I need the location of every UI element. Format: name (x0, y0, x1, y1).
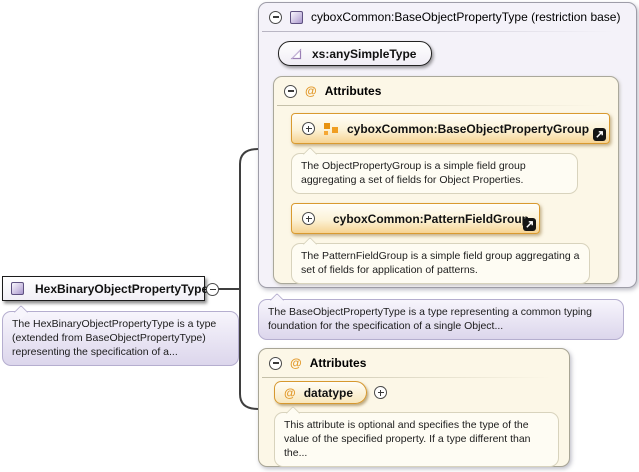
own-attributes-panel: @ Attributes @ datatype This attribute i… (258, 348, 570, 468)
attributes-header-label: Attributes (309, 356, 367, 370)
group-description-text: The ObjectPropertyGroup is a simple fiel… (301, 160, 526, 187)
goto-definition-icon[interactable] (523, 218, 536, 231)
root-type-node[interactable]: HexBinaryObjectPropertyType (2, 276, 209, 301)
attribute-group-icon (324, 122, 338, 135)
expand-icon[interactable] (374, 386, 388, 399)
root-collapse-toggle-icon[interactable] (206, 283, 219, 296)
attributes-section: @ Attributes cyboxCommon:BaseObjectPrope… (273, 76, 619, 285)
attribute-name-label: datatype (303, 385, 354, 400)
simple-type-label: xs:anySimpleType (312, 46, 417, 61)
root-description-text: The HexBinaryObjectPropertyType is a typ… (12, 318, 217, 359)
group-description-text: The PatternFieldGroup is a simple field … (301, 250, 580, 277)
complex-type-icon (11, 282, 24, 295)
attributes-header-label: Attributes (324, 84, 382, 98)
attribute-at-icon: @ (305, 84, 317, 98)
attributes-header: @ Attributes (274, 77, 618, 105)
attribute-at-icon: @ (290, 356, 302, 370)
base-type-description-callout: The BaseObjectPropertyType is a type rep… (258, 299, 624, 341)
attribute-group-label: cyboxCommon:BaseObjectPropertyGroup (347, 121, 590, 136)
group-description-callout: The ObjectPropertyGroup is a simple fiel… (291, 153, 578, 195)
attribute-description-text: This attribute is optional and specifies… (284, 419, 531, 460)
expand-icon[interactable] (302, 212, 315, 225)
collapse-icon[interactable] (269, 10, 282, 24)
attribute-datatype-node[interactable]: @ datatype (274, 381, 368, 404)
expand-icon[interactable] (302, 122, 315, 135)
attribute-description-callout: This attribute is optional and specifies… (274, 412, 559, 468)
header-divider (277, 105, 615, 107)
base-panel-title: cyboxCommon:BaseObjectPropertyType (rest… (311, 10, 621, 24)
attribute-group-node-baseobjectpropertygroup[interactable]: cyboxCommon:BaseObjectPropertyGroup (291, 113, 610, 144)
root-description-callout: The HexBinaryObjectPropertyType is a typ… (2, 311, 239, 367)
simple-type-icon (290, 48, 302, 59)
attributes-header: @ Attributes (259, 349, 569, 377)
base-panel-header: cyboxCommon:BaseObjectPropertyType (rest… (259, 3, 636, 31)
goto-definition-icon[interactable] (593, 128, 606, 141)
attribute-group-node-patternfieldgroup[interactable]: cyboxCommon:PatternFieldGroup (291, 203, 540, 234)
header-divider (262, 31, 633, 33)
group-description-callout: The PatternFieldGroup is a simple field … (291, 243, 590, 285)
root-type-label: HexBinaryObjectPropertyType (35, 281, 209, 296)
base-type-description-text: The BaseObjectPropertyType is a type rep… (268, 306, 592, 333)
collapse-icon[interactable] (269, 356, 282, 370)
attribute-at-icon: @ (284, 385, 296, 400)
attribute-row: @ datatype (274, 381, 388, 404)
attribute-group-label: cyboxCommon:PatternFieldGroup (333, 211, 530, 226)
collapse-icon[interactable] (284, 84, 297, 98)
header-divider (262, 377, 566, 379)
base-type-panel: cyboxCommon:BaseObjectPropertyType (rest… (258, 2, 637, 288)
simple-type-node[interactable]: xs:anySimpleType (278, 41, 433, 66)
complex-type-icon (290, 10, 303, 24)
